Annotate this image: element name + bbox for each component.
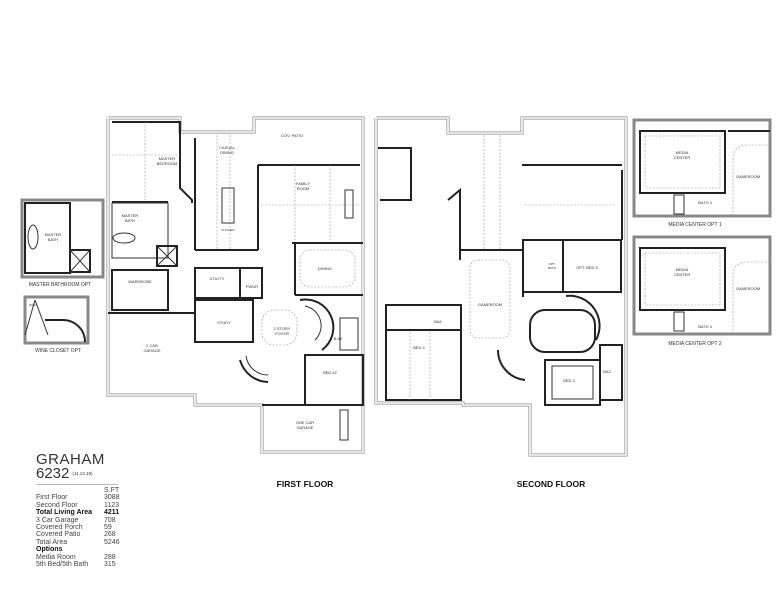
room-label-opt-bed-5: OPT. BED 5 bbox=[576, 265, 598, 270]
room-label-opt-bath-2: BATH bbox=[548, 266, 556, 270]
room-label-master-bedroom: MASTER bbox=[159, 156, 176, 161]
room-label-master-bedroom-2: BEDROOM bbox=[157, 161, 178, 166]
opt2-media-label: MEDIA bbox=[676, 267, 689, 272]
opt2-gameroom-label: GAMEROOM bbox=[736, 286, 760, 291]
plan-number-line: 6232(11.13.19) bbox=[36, 465, 166, 482]
unit-header: S.FT bbox=[104, 487, 120, 495]
opt-master-bath-label-2: BATH bbox=[48, 237, 58, 242]
room-label-kitchen: KITCHEN bbox=[221, 228, 234, 232]
plan-date: (11.13.19) bbox=[72, 471, 93, 477]
media-center-opt2-caption: MEDIA CENTER OPT 2 bbox=[668, 341, 721, 347]
room-label-bed-2: BED #2 bbox=[323, 370, 338, 375]
room-label-one-car-garage-2: GARAGE bbox=[296, 425, 313, 430]
second-floor-plan bbox=[374, 116, 628, 457]
room-label-powder: PWDR bbox=[246, 284, 258, 289]
master-bathroom-opt-plan bbox=[20, 198, 105, 279]
room-label-one-car-garage: ONE CAR bbox=[296, 420, 314, 425]
room-label-utility: UTILITY bbox=[210, 276, 225, 281]
room-label-master-bath-2: BATH bbox=[125, 218, 135, 223]
room-label-study: STUDY bbox=[217, 320, 231, 325]
room-label-casual-dining: CASUAL bbox=[219, 145, 236, 150]
room-label-bed-4: BED 4 bbox=[413, 345, 425, 350]
plan-number: 6232 bbox=[36, 465, 70, 482]
media-center-opt1-plan bbox=[632, 118, 772, 218]
room-label-gameroom: GAMEROOM bbox=[478, 302, 502, 307]
wine-closet-opt-caption: WINE CLOSET OPT bbox=[35, 348, 81, 354]
room-label-cov-patio: COV. PATIO bbox=[281, 133, 303, 138]
room-label-wardrobe: WARDROBE bbox=[128, 279, 152, 284]
opt2-media-label-2: CENTER bbox=[674, 272, 691, 277]
room-label-2-car-garage: 2 CAR bbox=[146, 343, 158, 348]
room-label-master-bath: MASTER bbox=[122, 213, 139, 218]
opt1-gameroom-label: GAMEROOM bbox=[736, 174, 760, 179]
master-bathroom-opt-caption: MASTER BATHROOM OPT bbox=[29, 282, 91, 288]
room-label-dining: DINING bbox=[318, 266, 332, 271]
media-center-opt2-plan bbox=[632, 235, 772, 336]
media-center-opt1-caption: MEDIA CENTER OPT 1 bbox=[668, 222, 721, 228]
opt1-media-label-2: CENTER bbox=[674, 155, 691, 160]
room-label-casual-dining-2: DINING bbox=[220, 150, 234, 155]
options-header: Options bbox=[36, 546, 63, 554]
room-label-bed-3: BED 3 bbox=[563, 378, 575, 383]
wine-closet-wall-label: WALL bbox=[29, 303, 37, 307]
room-label-family-room: FAMILY bbox=[296, 181, 310, 186]
opt-master-bath-label: MASTER bbox=[45, 232, 62, 237]
room-label-opt-bath: OPT. bbox=[549, 262, 556, 266]
room-label-foyer-2: FOYER bbox=[275, 331, 289, 336]
divider bbox=[36, 484, 118, 486]
wine-closet-opt-plan bbox=[23, 295, 90, 345]
room-label-family-room-2: ROOM bbox=[297, 186, 309, 191]
opt1-bath-label: BATH 4 bbox=[698, 200, 712, 205]
second-floor-title: SECOND FLOOR bbox=[517, 479, 585, 489]
plan-name: GRAHAM bbox=[36, 451, 105, 468]
first-floor-plan bbox=[106, 116, 365, 454]
room-label-ba3: BA3 bbox=[603, 369, 611, 374]
first-floor-title: FIRST FLOOR bbox=[277, 479, 334, 489]
room-label-ba4: BA4 bbox=[434, 319, 442, 324]
room-label-2-car-garage-2: GARAGE bbox=[143, 348, 160, 353]
room-label-bath-2: B-#2 bbox=[334, 336, 343, 341]
room-label-foyer: 2 STORY bbox=[274, 326, 291, 331]
opt1-media-label: MEDIA bbox=[676, 150, 689, 155]
opt2-bath-label: BATH 4 bbox=[698, 324, 712, 329]
